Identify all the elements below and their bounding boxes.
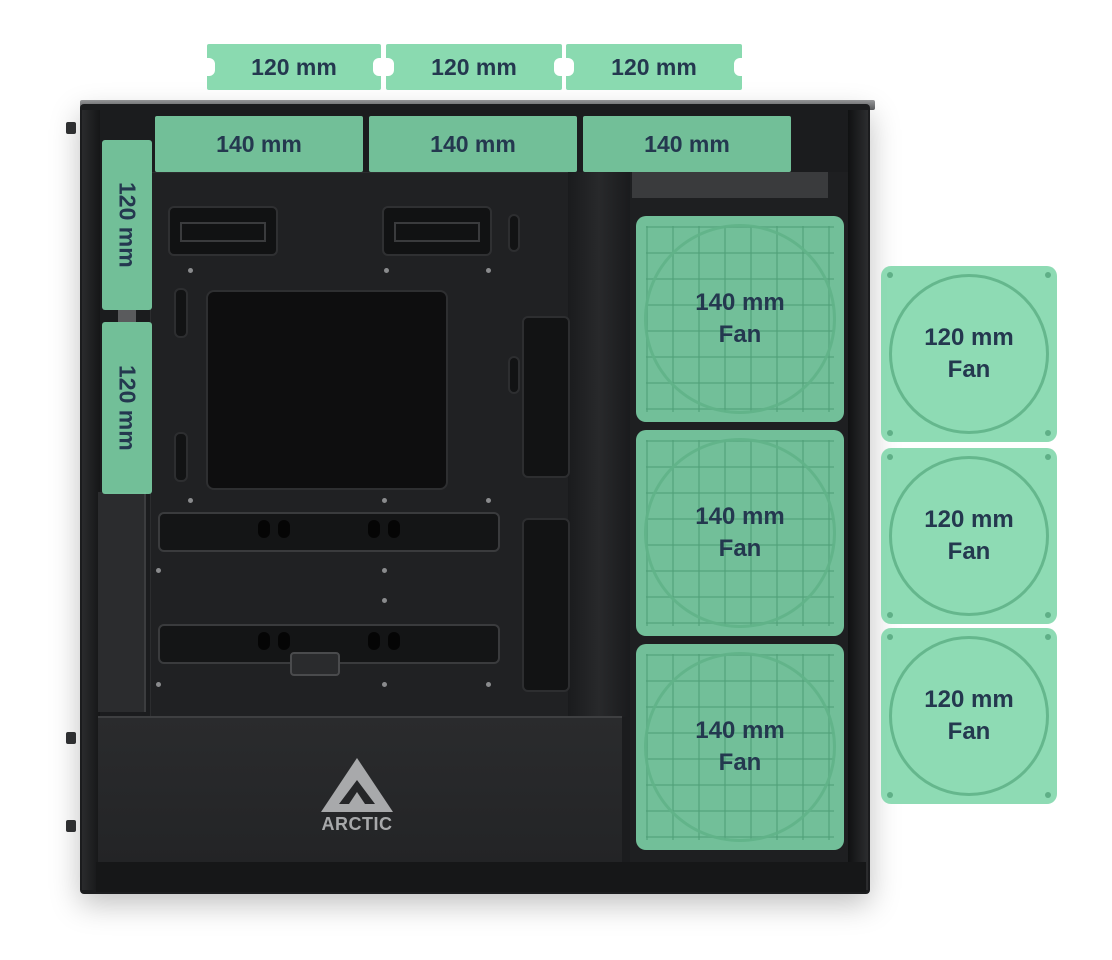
front-fan-140: 140 mm Fan <box>636 216 844 422</box>
screw <box>382 682 387 687</box>
fan-size-label: 140 mm <box>695 502 785 530</box>
cable-pass-through <box>522 316 570 478</box>
screw <box>486 682 491 687</box>
grommet-slots <box>394 222 480 242</box>
slot-label: 140 mm <box>216 130 302 157</box>
mount-hole <box>368 520 380 538</box>
brand-logo-text: ARCTIC <box>321 814 393 834</box>
case-thumbscrew <box>66 122 76 134</box>
slot-label: 120 mm <box>251 53 337 80</box>
front-fan-120: 120 mm Fan <box>881 266 1057 442</box>
cpu-cutout <box>206 290 448 490</box>
mount-hole <box>368 632 380 650</box>
screw <box>156 568 161 573</box>
drive-cage <box>98 492 146 712</box>
mount-hole <box>278 520 290 538</box>
fan-type-label: Fan <box>718 321 762 348</box>
front-fan-120: 120 mm Fan <box>881 628 1057 804</box>
cable-slot <box>508 214 520 252</box>
fan-size-label: 120 mm <box>924 685 1014 713</box>
cable-grommet <box>382 206 492 256</box>
fan-type-label: Fan <box>718 749 762 776</box>
case-front-edge <box>848 110 868 890</box>
top-radiator-slot-120: 120 mm <box>205 44 383 90</box>
fan-type-label: Fan <box>947 356 991 383</box>
fan-size-label: 140 mm <box>695 288 785 316</box>
screw <box>188 268 193 273</box>
fan-type-label: Fan <box>947 718 991 745</box>
top-radiator-slot-120: 120 mm <box>564 44 744 90</box>
fan-size-label: 120 mm <box>924 323 1014 351</box>
case-rear-edge <box>82 110 100 890</box>
slot-label: 120 mm <box>114 365 141 451</box>
rear-fan-slot-120: 120 mm <box>102 322 152 494</box>
fan-size-label: 120 mm <box>924 505 1014 533</box>
grommet-slots <box>180 222 266 242</box>
screw <box>382 498 387 503</box>
arctic-triangle-icon <box>321 758 393 812</box>
mount-hole <box>278 632 290 650</box>
fan-size-label: 140 mm <box>695 716 785 744</box>
mount-hole <box>388 520 400 538</box>
screw <box>382 598 387 603</box>
cable-slot <box>174 288 188 338</box>
screw <box>382 568 387 573</box>
cable-divider <box>568 172 630 717</box>
mount-hole <box>258 520 270 538</box>
slot-label: 140 mm <box>430 130 516 157</box>
front-fan-140: 140 mm Fan <box>636 644 844 850</box>
slot-connector <box>118 310 136 322</box>
front-fan-120: 120 mm Fan <box>881 448 1057 624</box>
rear-fan-slot-120: 120 mm <box>102 140 152 310</box>
case-base <box>96 862 866 892</box>
top-fan-slot-140: 140 mm <box>155 116 363 172</box>
cable-slot <box>508 356 520 394</box>
top-fan-slot-140: 140 mm <box>583 116 791 172</box>
mount-hole <box>258 632 270 650</box>
slot-label: 120 mm <box>611 53 697 80</box>
mount-hole <box>388 632 400 650</box>
cable-pass-through <box>522 518 570 692</box>
cable-grommet <box>168 206 278 256</box>
bracket <box>290 652 340 676</box>
top-fan-slot-140: 140 mm <box>369 116 577 172</box>
screw <box>188 498 193 503</box>
slot-label: 120 mm <box>114 182 141 268</box>
top-radiator-slot-120: 120 mm <box>384 44 564 90</box>
slot-label: 140 mm <box>644 130 730 157</box>
front-fan-140: 140 mm Fan <box>636 430 844 636</box>
screw <box>156 682 161 687</box>
cable-slot <box>174 432 188 482</box>
screw <box>486 268 491 273</box>
top-vent <box>632 172 828 198</box>
case-thumbscrew <box>66 820 76 832</box>
expansion-rail <box>158 512 500 552</box>
screw <box>486 498 491 503</box>
fan-type-label: Fan <box>718 535 762 562</box>
fan-type-label: Fan <box>947 538 991 565</box>
slot-label: 120 mm <box>431 53 517 80</box>
case-thumbscrew <box>66 732 76 744</box>
screw <box>384 268 389 273</box>
